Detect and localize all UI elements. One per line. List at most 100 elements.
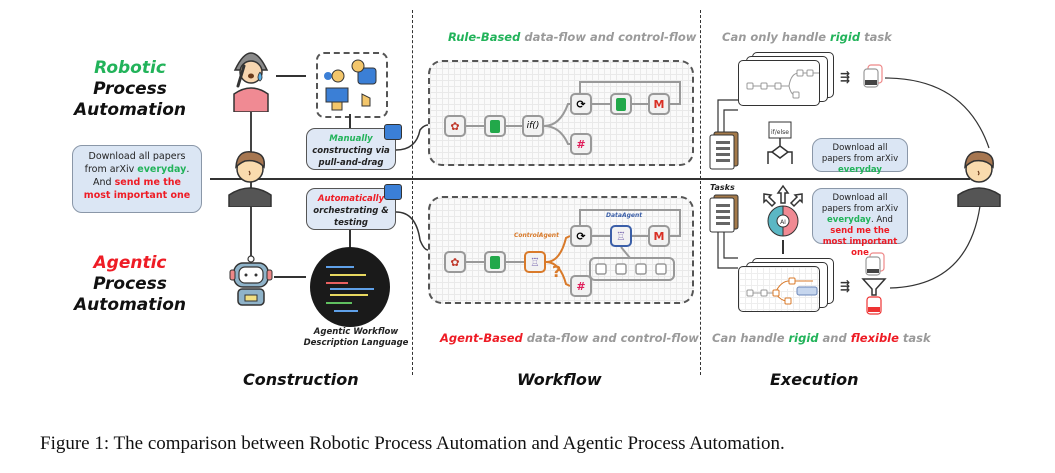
slack-node: #: [570, 133, 592, 155]
rule-based-rest: data-flow and control-flow: [520, 30, 697, 44]
loop-node: ⟳: [570, 93, 592, 115]
arrow-to-awdl: [274, 276, 306, 278]
loop-node: ⟳: [570, 225, 592, 247]
output-arrows-top: ⇶: [840, 70, 851, 84]
construction-to-workflow-connectors: [396, 124, 429, 251]
timeline-axis: [210, 178, 970, 180]
control-agent-node: ♖: [524, 251, 546, 273]
auto-construction-box: Automatically orchestrating & testing: [306, 188, 396, 230]
bubble-bottom-important: send me the most important one: [822, 226, 898, 258]
tasks-label: Tasks: [710, 183, 735, 192]
flexible-caption-pre: Can handle: [712, 331, 789, 345]
execution-bubble-bottom: Download all papers from arXiv everyday.…: [812, 188, 908, 258]
workflow-window-icon-2: [384, 184, 402, 200]
agent-based-highlight: Agent-Based: [440, 331, 523, 345]
figure-caption: Figure 1: The comparison between Robotic…: [40, 433, 785, 454]
request-text: Download all papers from arXiv: [84, 151, 186, 175]
rpa-title: Robotic Process Automation: [40, 58, 220, 121]
result-to-user-arrow-top: [885, 77, 990, 149]
task-connector-bottom: [717, 232, 738, 269]
section-construction: Construction: [243, 370, 359, 389]
execution-bubble-top: Download all papers from arXiv everyday: [812, 138, 908, 175]
rpa-title-line2: Process Automation: [74, 79, 186, 120]
agent-flow-edges: [466, 209, 681, 287]
arrow-down-manual: [349, 114, 351, 128]
sheets-node: [484, 115, 506, 137]
task-connector-top: [717, 99, 738, 132]
user-person-icon: [228, 151, 272, 207]
flexible-task-caption: Can handle rigid and flexible task: [712, 331, 931, 345]
arrow-to-manual: [276, 75, 306, 77]
task-list-icon-bottom: [709, 194, 739, 233]
rigid-caption-pre: Can only handle: [722, 30, 831, 44]
workflow-window-icon: [384, 124, 402, 140]
flexible-caption-mid: and: [818, 331, 851, 345]
ai-label: AI: [780, 219, 786, 226]
document-stack-icon: [863, 64, 883, 88]
if-node: if(): [522, 115, 544, 137]
rule-based-workflow-panel: ✿ if() ⟳ M #: [428, 60, 694, 166]
gmail-node: M: [648, 93, 670, 115]
agent-based-caption: Agent-Based data-flow and control-flow: [440, 331, 699, 345]
gmail-node: M: [648, 225, 670, 247]
divider-workflow-execution: [700, 10, 701, 375]
flexible-workflow-graph: [746, 277, 818, 305]
manual-construction-box: Manually constructing via pull-and-drag: [306, 128, 396, 170]
rigid-task-caption: Can only handle rigid task: [722, 30, 892, 44]
request-important: send me the most important one: [83, 177, 191, 201]
manual-highlight: Manually: [329, 134, 373, 144]
awdl-label: Agentic Workflow Description Language: [303, 327, 409, 348]
section-workflow: Workflow: [517, 370, 602, 389]
result-to-user-arrow-bottom: [889, 206, 981, 289]
rigid-caption-highlight: rigid: [830, 30, 861, 44]
flexible-workflow-card: [738, 266, 820, 312]
auto-text: orchestrating & testing: [313, 206, 389, 228]
code-circle-icon: [310, 247, 390, 327]
output-arrows-bottom: ⇶: [840, 279, 851, 293]
bubble-bottom-text: Download all papers from arXiv: [821, 193, 899, 214]
rpa-title-line1: Robotic: [94, 58, 166, 78]
svg-text:if/else: if/else: [771, 129, 789, 136]
user-request-bubble: Download all papers from arXiv everyday.…: [72, 145, 202, 213]
rigid-workflow-graph: [746, 69, 819, 99]
request-everyday: everyday: [137, 164, 187, 175]
sheets-node-2: [610, 93, 632, 115]
rule-flow-edges: [466, 81, 681, 145]
rigid-workflow-card: [738, 60, 820, 106]
webhook-node: ✿: [444, 115, 466, 137]
rule-based-caption: Rule-Based data-flow and control-flow: [448, 30, 696, 44]
bubble-top-everyday: everyday: [838, 165, 882, 175]
agent-based-workflow-panel: ControlAgent DataAgent ? ✿ ♖ ⟳ ♖ M #: [428, 196, 694, 304]
control-agent-label: ControlAgent: [514, 232, 559, 239]
apa-title: Agentic Process Automation: [40, 253, 220, 316]
sheets-node: [484, 251, 506, 273]
data-agent-label: DataAgent: [606, 212, 643, 219]
ai-brain-icon: AI: [763, 184, 803, 237]
flexible-caption-flexible: flexible: [850, 331, 899, 345]
slack-node: #: [570, 275, 592, 297]
stressed-person-icon: [233, 52, 269, 112]
bubble-bottom-everyday: everyday: [827, 215, 871, 225]
apa-title-line2: Process Automation: [74, 274, 186, 315]
agent-based-rest: data-flow and control-flow: [522, 331, 699, 345]
rigid-caption-post: task: [860, 30, 892, 44]
section-execution: Execution: [770, 370, 859, 389]
drag-drop-icon: [324, 59, 377, 111]
filter-funnel-icon: [861, 252, 887, 315]
apa-title-line1: Agentic: [93, 253, 167, 273]
request-text-and: . And: [93, 164, 190, 188]
divider-construction-workflow: [412, 10, 413, 375]
decision-question-mark: ?: [552, 262, 562, 281]
bubble-top-text: Download all papers from arXiv: [821, 143, 899, 164]
flexible-caption-rigid: rigid: [788, 331, 819, 345]
auto-highlight: Automatically: [317, 194, 385, 204]
webhook-node: ✿: [444, 251, 466, 273]
robot-icon: [229, 255, 273, 306]
rule-condition-icon: if/else: [767, 121, 793, 164]
task-list-icon-top: [709, 131, 739, 170]
bubble-bottom-and: . And: [870, 215, 893, 225]
final-user-icon: [957, 151, 1001, 207]
rule-based-highlight: Rule-Based: [448, 30, 521, 44]
manual-text: constructing via pull-and-drag: [312, 146, 390, 168]
manual-construction-illustration: [316, 52, 388, 118]
